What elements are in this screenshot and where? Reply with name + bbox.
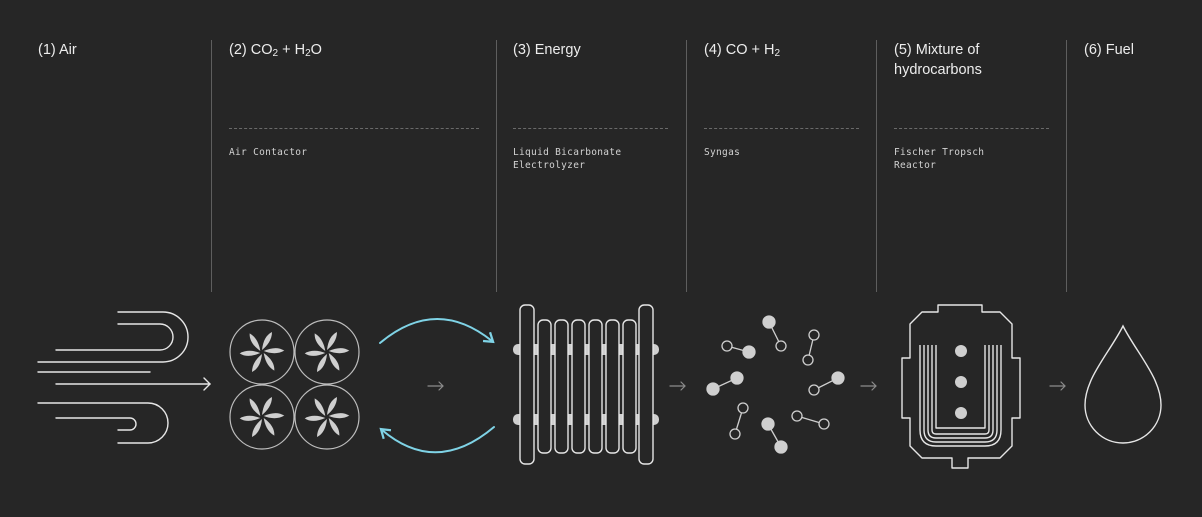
molecules-icon [706, 315, 845, 454]
dashed-separator [704, 128, 859, 129]
step-3-title: (3) Energy [513, 42, 581, 58]
column-divider [496, 40, 497, 292]
electrolyzer-stack-icon [513, 304, 659, 465]
step-2-label: Air Contactor [229, 147, 308, 158]
reactor-icon [901, 304, 1021, 469]
column-divider [686, 40, 687, 292]
column-divider [211, 40, 212, 292]
dashed-separator [513, 128, 668, 129]
fan-grid-icon [230, 320, 359, 449]
droplet-icon [1084, 324, 1162, 444]
flow-arrow-icon [427, 381, 1066, 391]
step-3-label: Liquid Bicarbonate Electrolyzer [513, 147, 622, 171]
column-divider [876, 40, 877, 292]
step-4-label: Syngas [704, 147, 741, 158]
step-5-label: Fischer Tropsch Reactor [894, 147, 985, 171]
dashed-separator [894, 128, 1049, 129]
cycle-arrows-icon [379, 318, 495, 454]
step-1-title: (1) Air [38, 42, 77, 58]
step-6-title: (6) Fuel [1084, 42, 1134, 58]
dashed-separator [229, 128, 479, 129]
wind-icon [37, 311, 211, 444]
step-4-title: (4) CO + H2 [704, 42, 781, 59]
step-5-title: (5) Mixture of hydrocarbons [894, 42, 982, 78]
step-2-title: (2) CO2 + H2O [229, 42, 322, 59]
column-divider [1066, 40, 1067, 292]
